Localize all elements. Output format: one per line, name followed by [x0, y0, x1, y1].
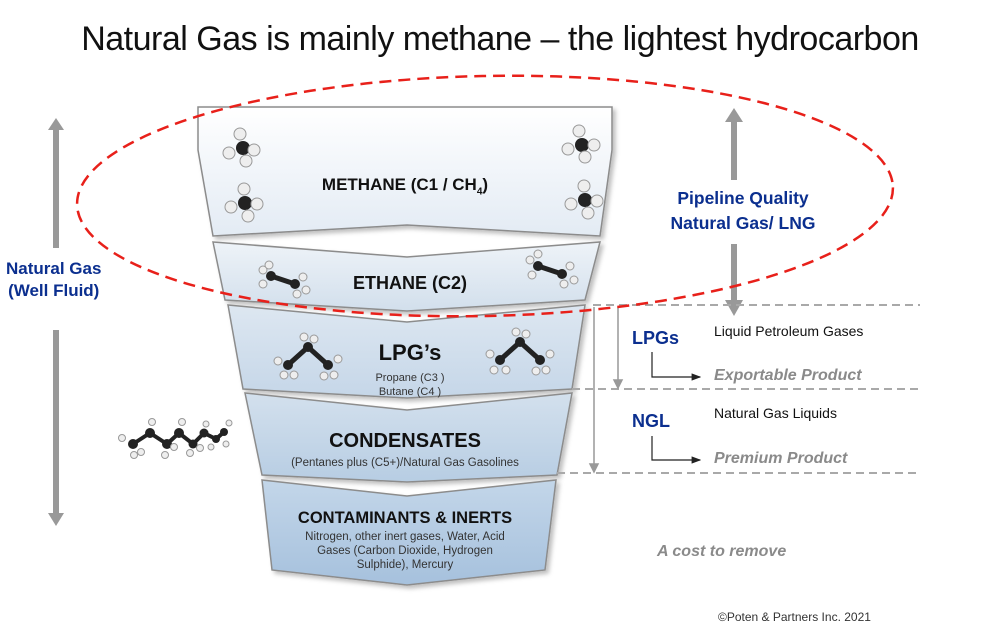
band-title-methane: METHANE (C1 / CH4) [321, 175, 489, 198]
natural-gas-well-fluid-label: Natural Gas (Well Fluid) [6, 258, 101, 302]
ngl-elbow-arrow [651, 436, 702, 464]
contaminants-note: A cost to remove [657, 543, 787, 560]
pipeline-quality-label: Pipeline Quality Natural Gas/ LNG [648, 186, 838, 236]
pipeline-quality-ellipse [75, 74, 895, 318]
well-fluid-arrow [48, 118, 64, 526]
funnel-band-condensates [244, 392, 573, 483]
methane-molecule-icon [564, 179, 604, 220]
methane-molecule-icon [222, 127, 261, 168]
separator-lines [557, 304, 920, 474]
band-subtitle-condensates: (Pentanes plus (C5+)/Natural Gas Gasolin… [291, 457, 519, 469]
copyright: ©Poten & Partners Inc. 2021 [718, 610, 871, 624]
slide-title: Natural Gas is mainly methane – the ligh… [81, 20, 919, 58]
lpgs-elbow-arrow [651, 352, 702, 381]
ngl-abbreviation: NGL [632, 411, 670, 431]
condensate-molecule-icon [118, 418, 233, 459]
band-title-ethane: ETHANE (C2) [352, 273, 467, 293]
methane-molecule-icon [224, 182, 264, 223]
band-title-lpg: LPG’s [378, 340, 442, 365]
ngl-full-name: Natural Gas Liquids [714, 405, 837, 421]
ethane-molecule-icon [258, 260, 311, 299]
funnel-band-contaminants [261, 479, 557, 586]
pipeline-quality-label-line2: Natural Gas/ LNG [670, 213, 816, 233]
funnel-band-methane [197, 106, 613, 237]
band-title-contaminants: CONTAMINANTS & INERTS [297, 509, 513, 527]
ethane-molecule-icon [525, 249, 579, 289]
pipeline-quality-label-line1: Pipeline Quality [677, 188, 809, 208]
ngl-range-arrow [588, 307, 600, 474]
band-subtitle-contaminants-3: Sulphide), Mercury [356, 559, 454, 571]
lpgs-full-name: Liquid Petroleum Gases [714, 323, 864, 339]
natural-gas-label-line1: Natural Gas [6, 259, 102, 278]
lpgs-note: Exportable Product [714, 367, 862, 384]
funnel-band-ethane [212, 241, 601, 312]
ngl-note: Premium Product [714, 450, 848, 467]
band-title-condensates: CONDENSATES [329, 430, 481, 452]
natural-gas-label-line2: (Well Fluid) [8, 281, 100, 300]
propane-molecule-icon [273, 332, 343, 381]
lpgs-abbreviation: LPGs [632, 328, 680, 348]
propane-molecule-icon [485, 327, 555, 376]
band-subtitle-contaminants-1: Nitrogen, other inert gases, Water, Acid [305, 531, 505, 543]
methane-molecule-icon [561, 124, 601, 164]
band-subtitle-contaminants-2: Gases (Carbon Dioxide, Hydrogen [317, 545, 493, 557]
band-subtitle-lpg-butane: Butane (C4 ) [378, 386, 442, 398]
band-subtitle-lpg-propane: Propane (C3 ) [375, 372, 445, 384]
lpg-range-arrow [612, 307, 624, 390]
